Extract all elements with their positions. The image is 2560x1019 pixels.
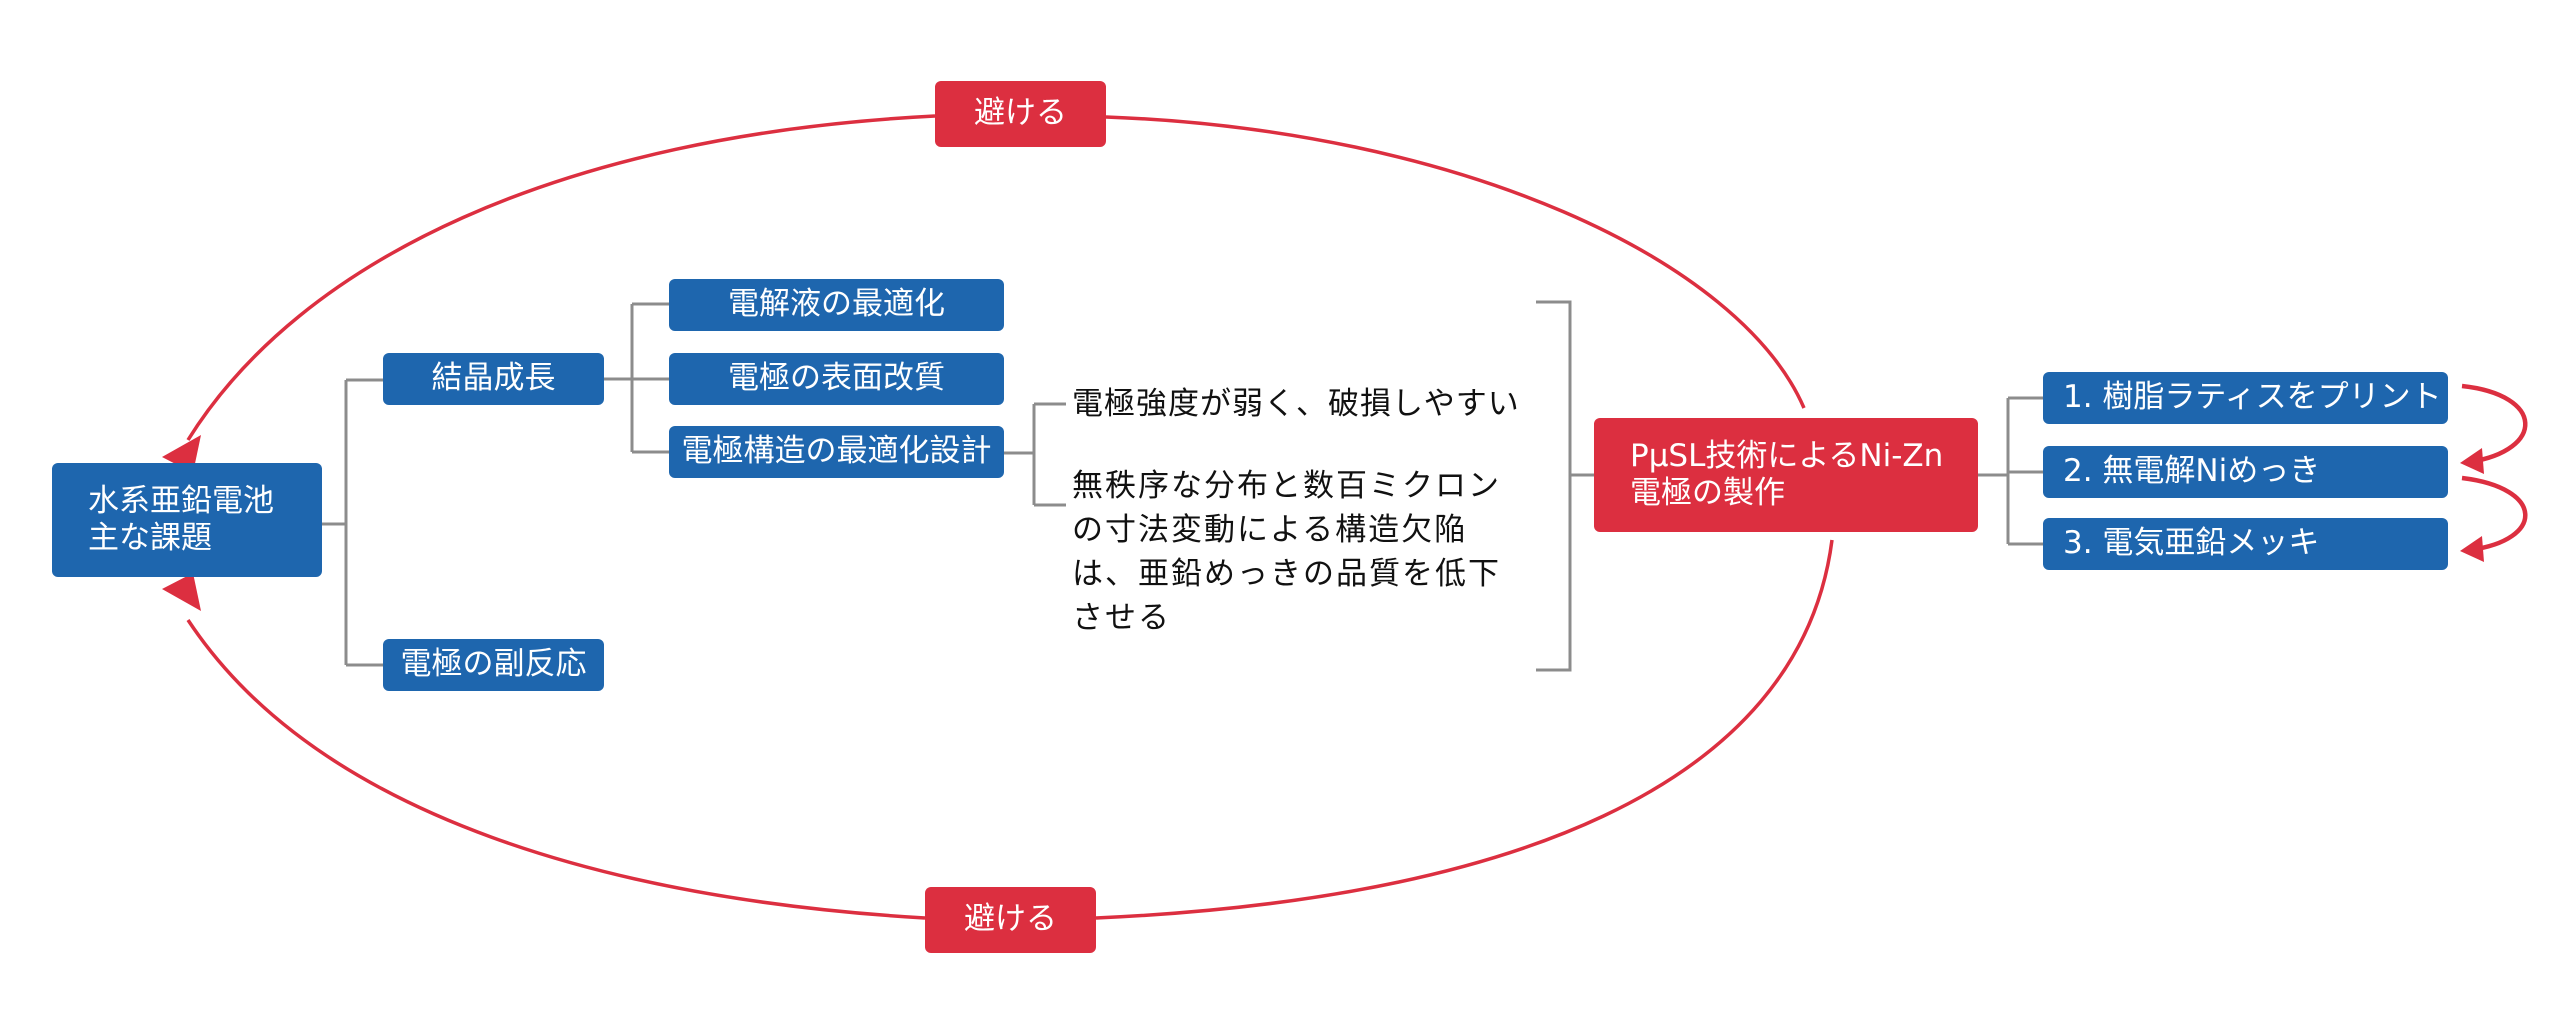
method-node: PμSL技術によるNi-Zn 電極の製作 — [1594, 418, 1978, 532]
step-2: 2. 無電解Niめっき — [2043, 446, 2448, 498]
step-3: 3. 電気亜鉛メッキ — [2043, 518, 2448, 570]
cycle-arc-top-right — [1105, 115, 1806, 409]
issue-weak-text: 電極強度が弱く、破損しやすい — [1072, 386, 1520, 422]
method-line-1: PμSL技術によるNi-Zn — [1630, 437, 1944, 474]
step-arrowhead-2-to-3 — [2460, 536, 2484, 562]
step-arrow-2-to-3 — [2461, 475, 2528, 553]
crystal-bracket — [604, 302, 669, 454]
node-structure: 電極構造の最適化設計 — [669, 426, 1004, 478]
node-electrolyte: 電解液の最適化 — [669, 279, 1004, 331]
defect-line-3: は、亜鉛めっきの品質を低下 — [1072, 556, 1501, 593]
step-arrowhead-1-to-2 — [2460, 448, 2484, 474]
avoid-label-top: 避ける — [935, 81, 1106, 147]
node-side-reaction: 電極の副反応 — [383, 639, 604, 691]
steps-bracket — [1978, 396, 2043, 546]
defect-line-2: の寸法変動による構造欠陥 — [1072, 512, 1468, 549]
issue-defect-text: 無秩序な分布と数百ミクロン の寸法変動による構造欠陥 は、亜鉛めっきの品質を低下… — [1072, 464, 1501, 640]
arrowhead-bottom-left — [162, 573, 201, 611]
cycle-arc-bottom-right — [1095, 539, 1834, 920]
node-crystal-growth: 結晶成長 — [383, 353, 604, 405]
node-surface: 電極の表面改質 — [669, 353, 1004, 405]
avoid-label-bottom: 避ける — [925, 887, 1096, 953]
method-line-2: 電極の製作 — [1630, 475, 1785, 511]
step-arrow-1-to-2 — [2461, 383, 2528, 465]
cycle-arc-bottom-left — [186, 619, 926, 920]
defect-line-4: させる — [1072, 600, 1171, 637]
root-node: 水系亜鉛電池 主な課題 — [52, 463, 322, 577]
method-bracket — [1536, 300, 1594, 672]
cycle-arc-top-left — [186, 114, 936, 441]
root-line-2: 主な課題 — [88, 520, 212, 556]
step-1: 1. 樹脂ラティスをプリント — [2043, 372, 2448, 424]
root-line-1: 水系亜鉛電池 — [88, 482, 274, 519]
structure-bracket — [1004, 402, 1066, 507]
root-bracket — [322, 378, 383, 667]
defect-line-1: 無秩序な分布と数百ミクロン — [1072, 468, 1501, 504]
